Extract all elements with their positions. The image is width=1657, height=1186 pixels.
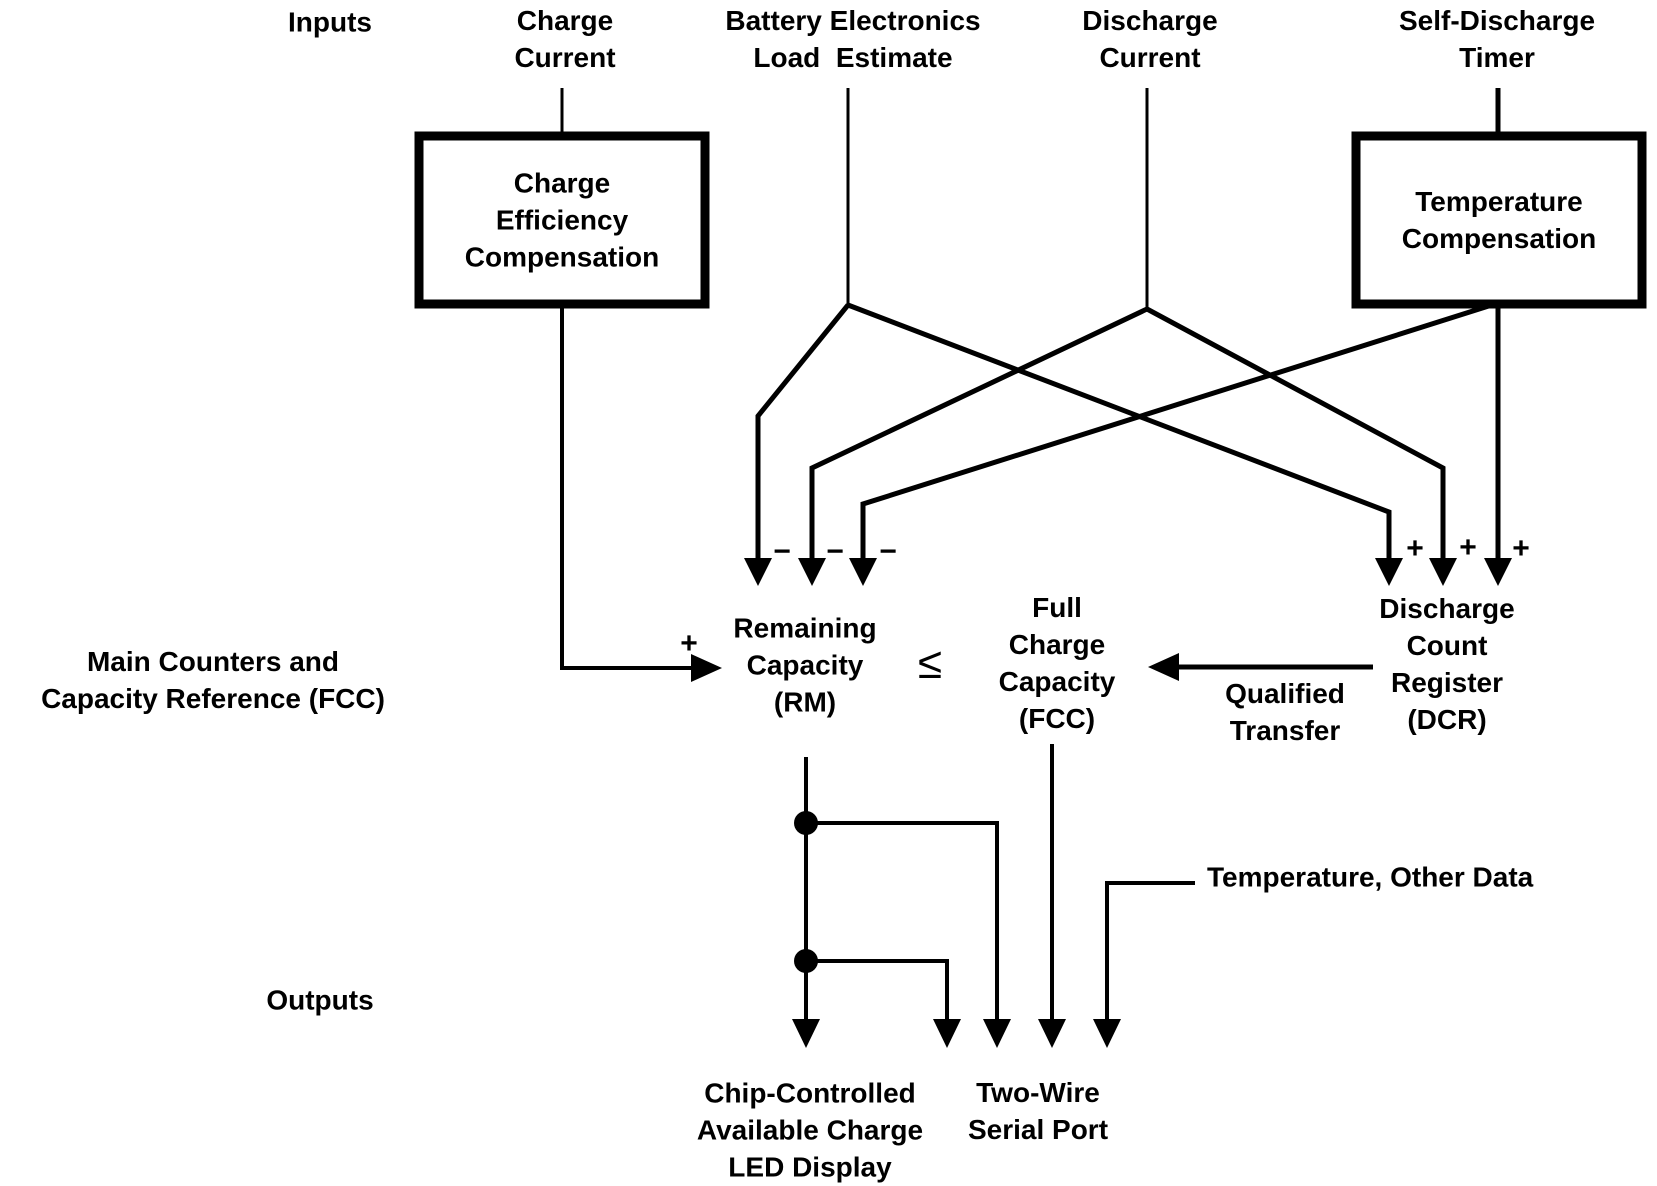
charge-current-label: Charge Current <box>514 5 616 73</box>
arrowhead-led-display <box>792 1019 820 1048</box>
qualified-transfer-label: Qualified Transfer <box>1225 678 1345 746</box>
charge-efficiency-box-label: Charge Efficiency Compensation <box>464 167 660 273</box>
arrowhead-serial-1 <box>933 1019 961 1048</box>
wire-qualified-transfer <box>1148 653 1373 681</box>
plus-sign-2: + <box>1459 531 1477 564</box>
arrowhead-minus-1 <box>744 558 772 586</box>
wire-discharge-to-rm-minus <box>798 306 1149 586</box>
battery-electronics-label: Battery Electronics Load Estimate <box>725 5 981 73</box>
serial-port-node: Two-Wire Serial Port <box>967 1077 1109 1145</box>
discharge-count-register-node: Discharge Count Register (DCR) <box>1379 593 1515 735</box>
plus-sign-3: + <box>1512 532 1530 565</box>
discharge-current-label: Discharge Current <box>1082 5 1218 73</box>
minus-sign-2: − <box>826 535 844 568</box>
arrowhead-plus-3 <box>1484 558 1512 586</box>
temperature-compensation-box-label: Temperature Compensation <box>1401 186 1597 254</box>
wire-battery-to-dcr-plus <box>847 302 1403 586</box>
wire-rm-to-led <box>792 757 820 1048</box>
arrowhead-plus-1 <box>1375 558 1403 586</box>
outputs-row-label: Outputs <box>266 984 374 1016</box>
wire-rm-branch-2-to-serial <box>806 959 961 1048</box>
less-equal-symbol: ≤ <box>917 639 943 688</box>
junction-dot-1 <box>794 811 818 835</box>
arrowhead-serial-3 <box>1038 1019 1066 1048</box>
arrowhead-minus-3 <box>849 558 877 586</box>
led-display-node: Chip-Controlled Available Charge LED Dis… <box>696 1077 924 1183</box>
full-charge-capacity-node: Full Charge Capacity (FCC) <box>998 592 1116 734</box>
remaining-capacity-node: Remaining Capacity (RM) <box>733 612 877 718</box>
wire-rm-branch-1-to-serial <box>806 821 1011 1048</box>
plus-sign-rm-input: + <box>680 627 698 660</box>
temperature-other-data-label: Temperature, Other Data <box>1207 861 1534 893</box>
wire-temperature-data-to-serial <box>1093 881 1195 1048</box>
plus-sign-1: + <box>1406 532 1424 565</box>
main-counters-row-label: Main Counters and Capacity Reference (FC… <box>41 646 385 714</box>
wire-tempcomp-to-rm-minus <box>849 301 1496 586</box>
arrowhead-into-rm <box>691 654 722 682</box>
arrowhead-serial-4 <box>1093 1019 1121 1048</box>
wire-tempcomp-to-dcr-plus <box>1484 304 1512 586</box>
wire-battery-to-rm-minus <box>744 303 850 586</box>
inputs-row-label: Inputs <box>288 6 372 38</box>
wire-fcc-to-serial <box>1038 744 1066 1048</box>
wire-discharge-to-dcr-plus <box>1145 306 1457 586</box>
wire-charge-efficiency-to-rm <box>560 304 722 682</box>
arrowhead-serial-2 <box>983 1019 1011 1048</box>
minus-sign-3: − <box>879 535 897 568</box>
self-discharge-timer-label: Self-Discharge Timer <box>1398 5 1596 73</box>
junction-dot-2 <box>794 949 818 973</box>
minus-sign-1: − <box>773 535 791 568</box>
arrowhead-plus-2 <box>1429 558 1457 586</box>
arrowhead-into-fcc <box>1148 653 1179 681</box>
arrowhead-minus-2 <box>798 558 826 586</box>
